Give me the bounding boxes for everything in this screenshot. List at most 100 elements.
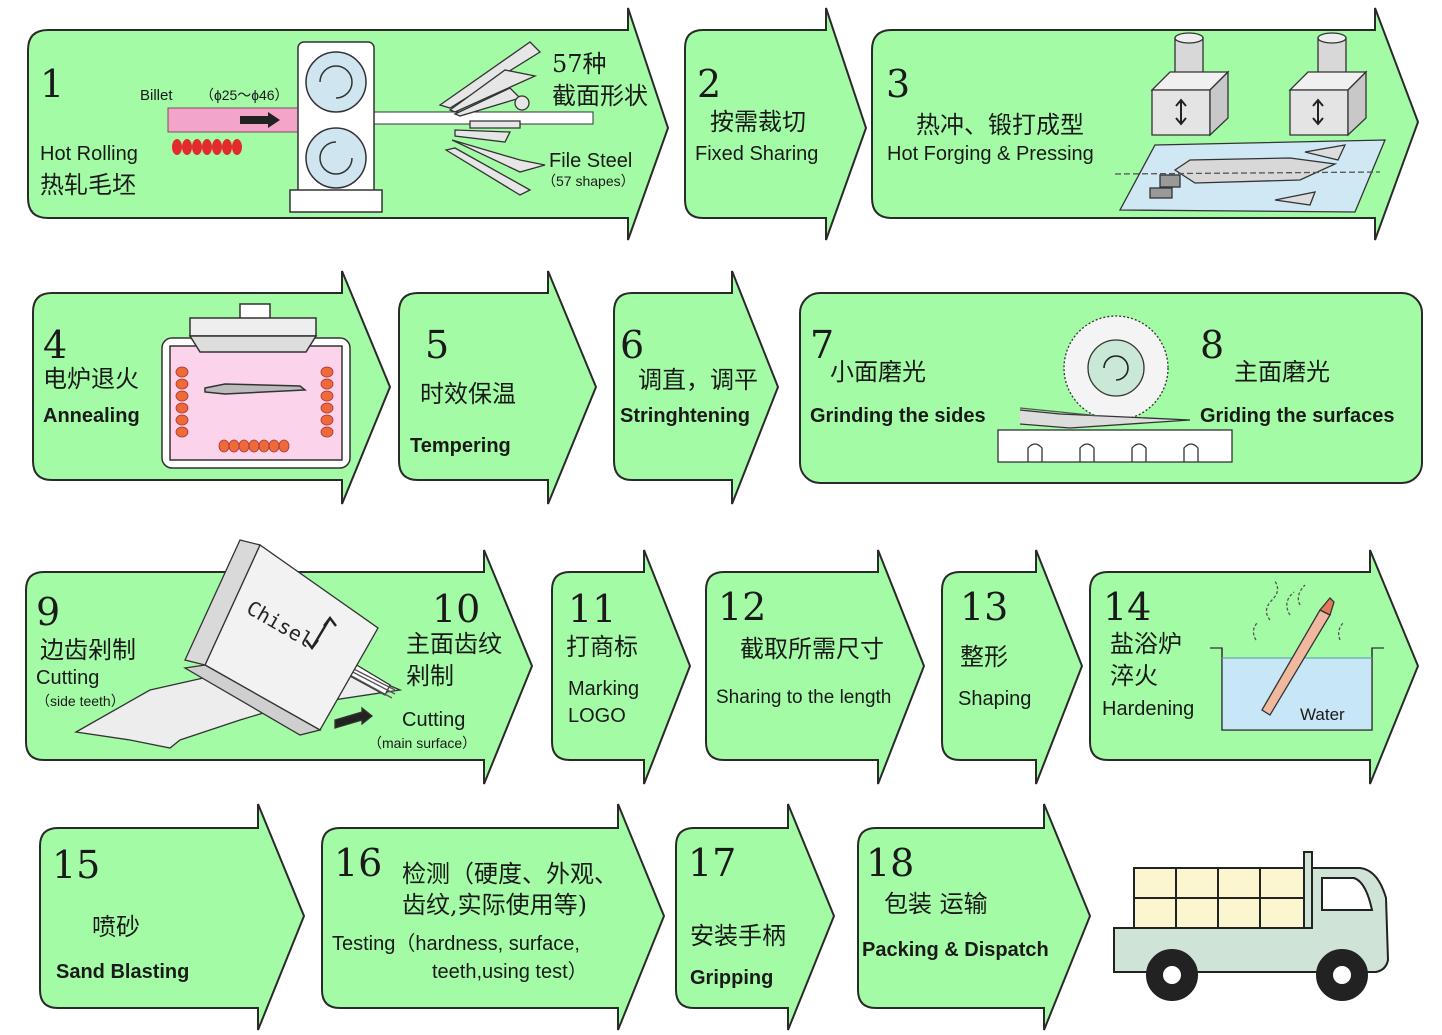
step-1-shapes-count: 57种 <box>552 50 607 78</box>
step-16-number: 16 <box>334 841 382 885</box>
step-18: 18 包装 运输 Packing & Dispatch <box>857 803 1092 1031</box>
step-1-file-steel: File Steel <box>549 150 632 172</box>
step-12-number: 12 <box>718 585 766 629</box>
step-8-number: 8 <box>1200 323 1224 367</box>
step-6-number: 6 <box>620 323 644 367</box>
press-icon <box>1114 32 1386 213</box>
furnace-icon <box>161 303 351 469</box>
step-13-number: 13 <box>960 585 1008 629</box>
step-17: 17 安装手柄 Gripping <box>675 803 836 1031</box>
rolling-mill-icon <box>167 41 594 213</box>
step-5-number: 5 <box>425 323 449 367</box>
step-1-zh-label: 热轧毛坯 <box>40 171 136 199</box>
step-15: 15 喷砂 Sand Blasting <box>39 803 306 1031</box>
step-4: 4 电炉退火 Annealing <box>32 270 392 505</box>
step-12-en-label: Sharing to the length <box>716 687 891 708</box>
step-14-number: 14 <box>1103 585 1151 629</box>
step-15-arrow <box>39 803 306 1031</box>
step-18-arrow <box>857 803 1092 1031</box>
step-11-en-label: Marking <box>568 678 639 700</box>
step-18-zh-label: 包装 运输 <box>884 890 988 918</box>
step-13-zh-label: 整形 <box>960 643 1008 671</box>
step-17-number: 17 <box>688 841 736 885</box>
water-tank-icon <box>1210 579 1384 731</box>
step-7-en-label: Grinding the sides <box>810 405 986 427</box>
step-9-10: 9 边齿剁制 Cutting （side teeth） Chisel 10 主面… <box>25 539 534 785</box>
step-13-arrow <box>941 549 1084 785</box>
step-11-arrow <box>551 549 692 785</box>
step-15-zh-label: 喷砂 <box>92 913 140 941</box>
step-15-number: 15 <box>52 843 100 887</box>
step-5-arrow <box>398 270 598 505</box>
step-5: 5 时效保温 Tempering <box>398 270 598 505</box>
step-9-en-label: Cutting <box>36 667 99 689</box>
step-14-en-label: Hardening <box>1102 698 1194 720</box>
step-16-en-label-2: teeth,using test） <box>432 960 588 983</box>
step-16: 16 检测（硬度、外观、 齿纹,实际使用等) Testing（hardness,… <box>321 803 666 1031</box>
step-6-en-label: Stringhtening <box>620 405 750 427</box>
step-1-en-label: Hot Rolling <box>40 143 138 165</box>
step-17-arrow <box>675 803 836 1031</box>
step-1-diameter-label: （ɸ25～ɸ46） <box>200 87 289 103</box>
step-8-en-label: Griding the surfaces <box>1200 405 1395 427</box>
step-18-en-label: Packing & Dispatch <box>862 939 1049 961</box>
step-9-number: 9 <box>36 590 60 634</box>
step-10-number: 10 <box>432 587 480 631</box>
step-2-arrow <box>684 7 868 241</box>
step-4-zh-label: 电炉退火 <box>43 365 139 393</box>
file-steel-shapes-icon <box>438 41 546 196</box>
step-11-number: 11 <box>568 587 616 631</box>
step-6-zh-label: 调直，调平 <box>638 366 758 394</box>
step-3-en-label: Hot Forging & Pressing <box>887 143 1094 165</box>
step-11-en-label-2: LOGO <box>568 705 626 727</box>
step-1-number: 1 <box>40 62 64 106</box>
step-18-number: 18 <box>866 841 914 885</box>
step-6-arrow <box>613 270 780 505</box>
chisel-icon: Chisel <box>74 539 403 749</box>
truck-icon <box>1113 851 1390 1001</box>
step-2-en-label: Fixed Sharing <box>695 143 818 165</box>
step-2: 2 按需裁切 Fixed Sharing <box>684 7 868 241</box>
step-12-arrow <box>705 549 926 785</box>
step-7-zh-label: 小面磨光 <box>830 358 926 386</box>
step-9-zh-label: 边齿剁制 <box>40 636 136 664</box>
step-3: 3 热冲、锻打成型 Hot Forging & Pressing <box>871 7 1420 241</box>
step-10-zh-label-2: 剁制 <box>406 662 454 690</box>
step-16-arrow <box>321 803 666 1031</box>
step-1-57-shapes: （57 shapes） <box>542 173 635 189</box>
step-16-en-label: Testing（hardness, surface, <box>332 932 580 955</box>
step-1-section-shapes: 截面形状 <box>552 82 648 110</box>
step-9-side-teeth: （side teeth） <box>36 693 125 709</box>
step-7-number: 7 <box>810 323 834 367</box>
step-2-number: 2 <box>697 62 721 106</box>
step-12: 12 截取所需尺寸 Sharing to the length <box>705 549 926 785</box>
step-13-en-label: Shaping <box>958 688 1031 710</box>
step-16-zh-label: 检测（硬度、外观、 <box>402 860 618 888</box>
step-17-en-label: Gripping <box>690 967 773 989</box>
step-3-zh-label: 热冲、锻打成型 <box>916 111 1084 139</box>
step-16-zh-label-2: 齿纹,实际使用等) <box>402 891 587 919</box>
step-15-en-label: Sand Blasting <box>56 961 189 983</box>
step-14-zh-label-2: 淬火 <box>1110 662 1158 690</box>
step-5-zh-label: 时效保温 <box>420 380 516 408</box>
step-5-en-label: Tempering <box>410 435 511 457</box>
step-14: 14 盐浴炉 淬火 Hardening Water <box>1089 549 1420 785</box>
step-8-zh-label: 主面磨光 <box>1234 358 1330 386</box>
step-11-zh-label: 打商标 <box>566 633 638 661</box>
step-11: 11 打商标 Marking LOGO <box>551 549 692 785</box>
water-label: Water <box>1300 705 1345 724</box>
step-10-main-surface: （main surface） <box>368 735 476 751</box>
step-12-zh-label: 截取所需尺寸 <box>740 635 884 663</box>
step-3-number: 3 <box>886 62 910 106</box>
step-10-en-label: Cutting <box>402 709 465 731</box>
step-10-zh-label: 主面齿纹 <box>406 630 502 658</box>
grinding-wheel-icon <box>997 315 1233 463</box>
step-13: 13 整形 Shaping <box>941 549 1084 785</box>
step-4-number: 4 <box>43 323 67 367</box>
step-6: 6 调直，调平 Stringhtening <box>613 270 780 505</box>
step-4-en-label: Annealing <box>43 405 140 427</box>
step-1: 1 Hot Rolling 热轧毛坯 Billet （ɸ25～ɸ46） <box>27 7 670 241</box>
step-2-zh-label: 按需裁切 <box>710 108 806 136</box>
step-1-billet-label: Billet <box>140 87 173 104</box>
